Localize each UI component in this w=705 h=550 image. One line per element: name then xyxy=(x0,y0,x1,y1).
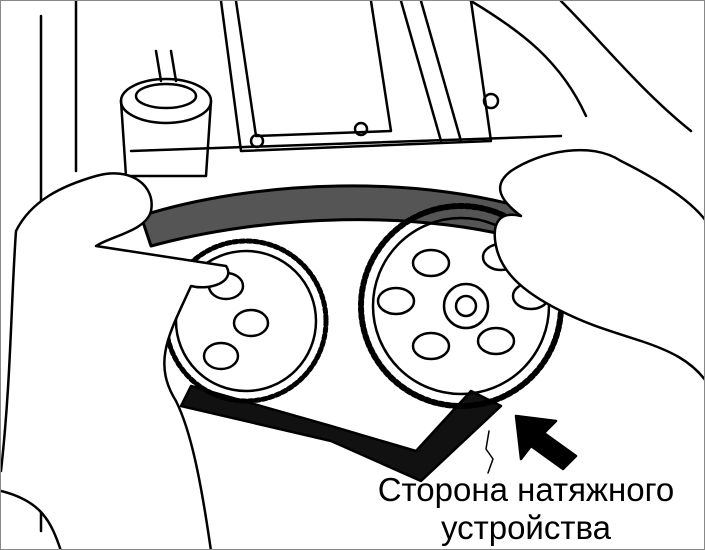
caption-line-2: устройства xyxy=(440,509,611,546)
caption-line-1: Сторона натяжного xyxy=(377,471,675,508)
timing-belt-upper xyxy=(139,184,553,248)
belt-crack-line xyxy=(485,430,494,474)
left-hand xyxy=(1,172,230,549)
right-hand xyxy=(493,148,704,381)
caption: Сторона натяжного устройства xyxy=(356,471,696,547)
oil-filler-cap xyxy=(119,49,213,178)
arrow-icon xyxy=(514,414,578,471)
